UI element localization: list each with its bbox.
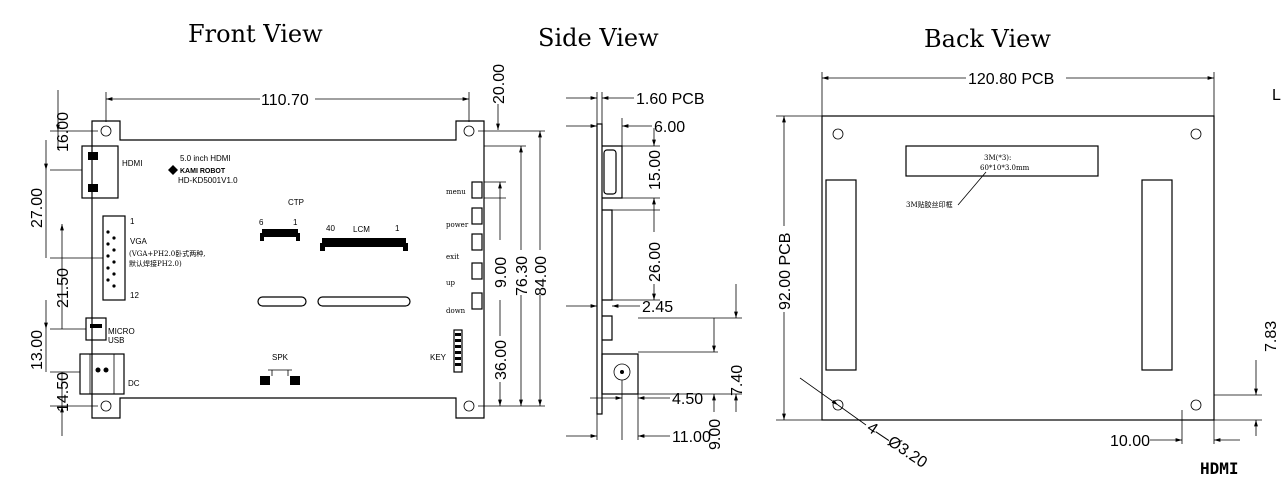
vga-note-1: (VGA+PH2.0卧式两种, (129, 249, 205, 258)
ctp-connector (262, 229, 298, 237)
button-label-power: power (446, 221, 469, 229)
ctp-label: CTP (288, 198, 304, 207)
back-edge-letter: L (1272, 87, 1281, 104)
side-view-title: Side View (538, 24, 659, 52)
mount-hole (100, 125, 112, 137)
mount-hole (463, 125, 475, 137)
ctp-pin-6: 6 (259, 218, 264, 227)
mount-hole (832, 128, 844, 140)
side-usb (602, 315, 613, 341)
side-dim-11: 11.00 (672, 429, 711, 446)
mount-hole (463, 400, 475, 412)
side-hdmi (602, 145, 623, 199)
brand-logo-icon (168, 165, 178, 175)
back-view: 3M(*3): 60*10*3.0mm 3M贴胶丝印框 120.80 PCB 9… (776, 71, 1281, 478)
back-dim-10: 10.00 (1110, 433, 1150, 450)
hdmi-connector (81, 145, 119, 199)
back-dim-height: 92.00 PCB (777, 233, 794, 310)
side-dim-6: 6.00 (654, 119, 685, 136)
side-dim-7-4: 7.40 (729, 365, 746, 396)
mount-hole (832, 399, 844, 411)
dim-13: 13.00 (29, 330, 46, 370)
front-view: HDMI 1 VGA (VGA+PH2.0卧式两种, 默认焊接PH2.0) 12… (29, 64, 550, 436)
back-dimensions (776, 72, 1262, 444)
tape-area-top (905, 145, 1099, 177)
dim-36: 36.00 (493, 340, 510, 380)
vga-label: VGA (130, 237, 148, 246)
back-view-title: Back View (924, 25, 1051, 53)
dim-76-3: 76.30 (514, 256, 531, 296)
board-slot (257, 296, 307, 307)
ctp-pin-1: 1 (293, 218, 298, 227)
back-dim-width: 120.80 PCB (968, 71, 1054, 88)
board-slot (317, 296, 411, 307)
vga-note-2: 默认焊接PH2.0) (129, 259, 182, 268)
vga-pins (106, 230, 116, 288)
button-column (471, 181, 483, 310)
hdmi-label: HDMI (122, 159, 142, 168)
button-label-exit: exit (446, 253, 459, 261)
side-dc (601, 353, 639, 395)
dc-jack (79, 353, 125, 395)
front-board-outline (91, 120, 485, 419)
dim-9: 9.00 (493, 257, 510, 288)
lcm-connector (322, 238, 406, 247)
front-view-title: Front View (188, 20, 323, 48)
side-dim-pcb: 1.60 PCB (636, 91, 704, 108)
brand-label: KAMI ROBOT (180, 168, 226, 175)
mount-hole (1190, 399, 1202, 411)
dim-84: 84.00 (533, 256, 550, 296)
dim-16: 16.00 (55, 112, 72, 152)
button-label-down: down (446, 307, 466, 315)
tape-text-2: 60*10*3.0mm (980, 164, 1030, 172)
mount-hole (1190, 128, 1202, 140)
side-vga (602, 209, 613, 301)
back-dim-hole: 4—Ø3.20 (864, 419, 930, 471)
vga-pin-12: 12 (130, 291, 139, 300)
usb-label: USB (108, 336, 124, 345)
dc-label: DC (128, 379, 140, 388)
side-dim-9: 9.00 (707, 419, 724, 450)
back-hdmi-label: HDMI (1200, 459, 1239, 478)
side-pcb (596, 123, 603, 415)
mount-hole (100, 400, 112, 412)
key-connector (453, 329, 463, 373)
key-label: KEY (430, 353, 447, 362)
dim-21-5: 21.50 (55, 268, 72, 308)
side-dim-4-5: 4.50 (672, 391, 703, 408)
side-view: 1.60 PCB 6.00 15.00 26.00 2.45 4.50 7.40… (566, 91, 746, 450)
side-dim-2-45: 2.45 (642, 299, 673, 316)
side-dimensions (566, 92, 742, 440)
micro-label: MICRO (108, 327, 135, 336)
dim-27: 27.00 (29, 188, 46, 228)
button-label-up: up (446, 279, 456, 287)
board-label-2: HD-KD5001V1.0 (178, 176, 238, 185)
spk-connector (260, 376, 270, 385)
dim-top: 20.00 (491, 64, 508, 104)
back-dim-7-83: 7.83 (1263, 321, 1280, 352)
side-dim-26: 26.00 (647, 242, 664, 282)
tape-area-right (1141, 179, 1173, 371)
tape-frame-label: 3M贴胶丝印框 (906, 200, 953, 209)
spk-label: SPK (272, 353, 289, 362)
vga-pin-1: 1 (130, 217, 135, 226)
micro-usb-connector (85, 317, 107, 341)
lcm-label: LCM (353, 225, 370, 234)
tape-area-left (825, 179, 857, 371)
button-label-menu: menu (446, 188, 466, 196)
back-board-outline (821, 115, 1215, 421)
lcm-pin-1: 1 (395, 224, 400, 233)
board-label-1: 5.0 inch HDMI (180, 154, 231, 163)
dim-width: 110.70 (261, 92, 309, 109)
lcm-pin-40: 40 (326, 224, 335, 233)
front-dimensions (44, 90, 545, 436)
tape-text-1: 3M(*3): (984, 154, 1011, 162)
side-dim-15: 15.00 (647, 150, 664, 190)
dim-14-5: 14.50 (55, 372, 72, 412)
